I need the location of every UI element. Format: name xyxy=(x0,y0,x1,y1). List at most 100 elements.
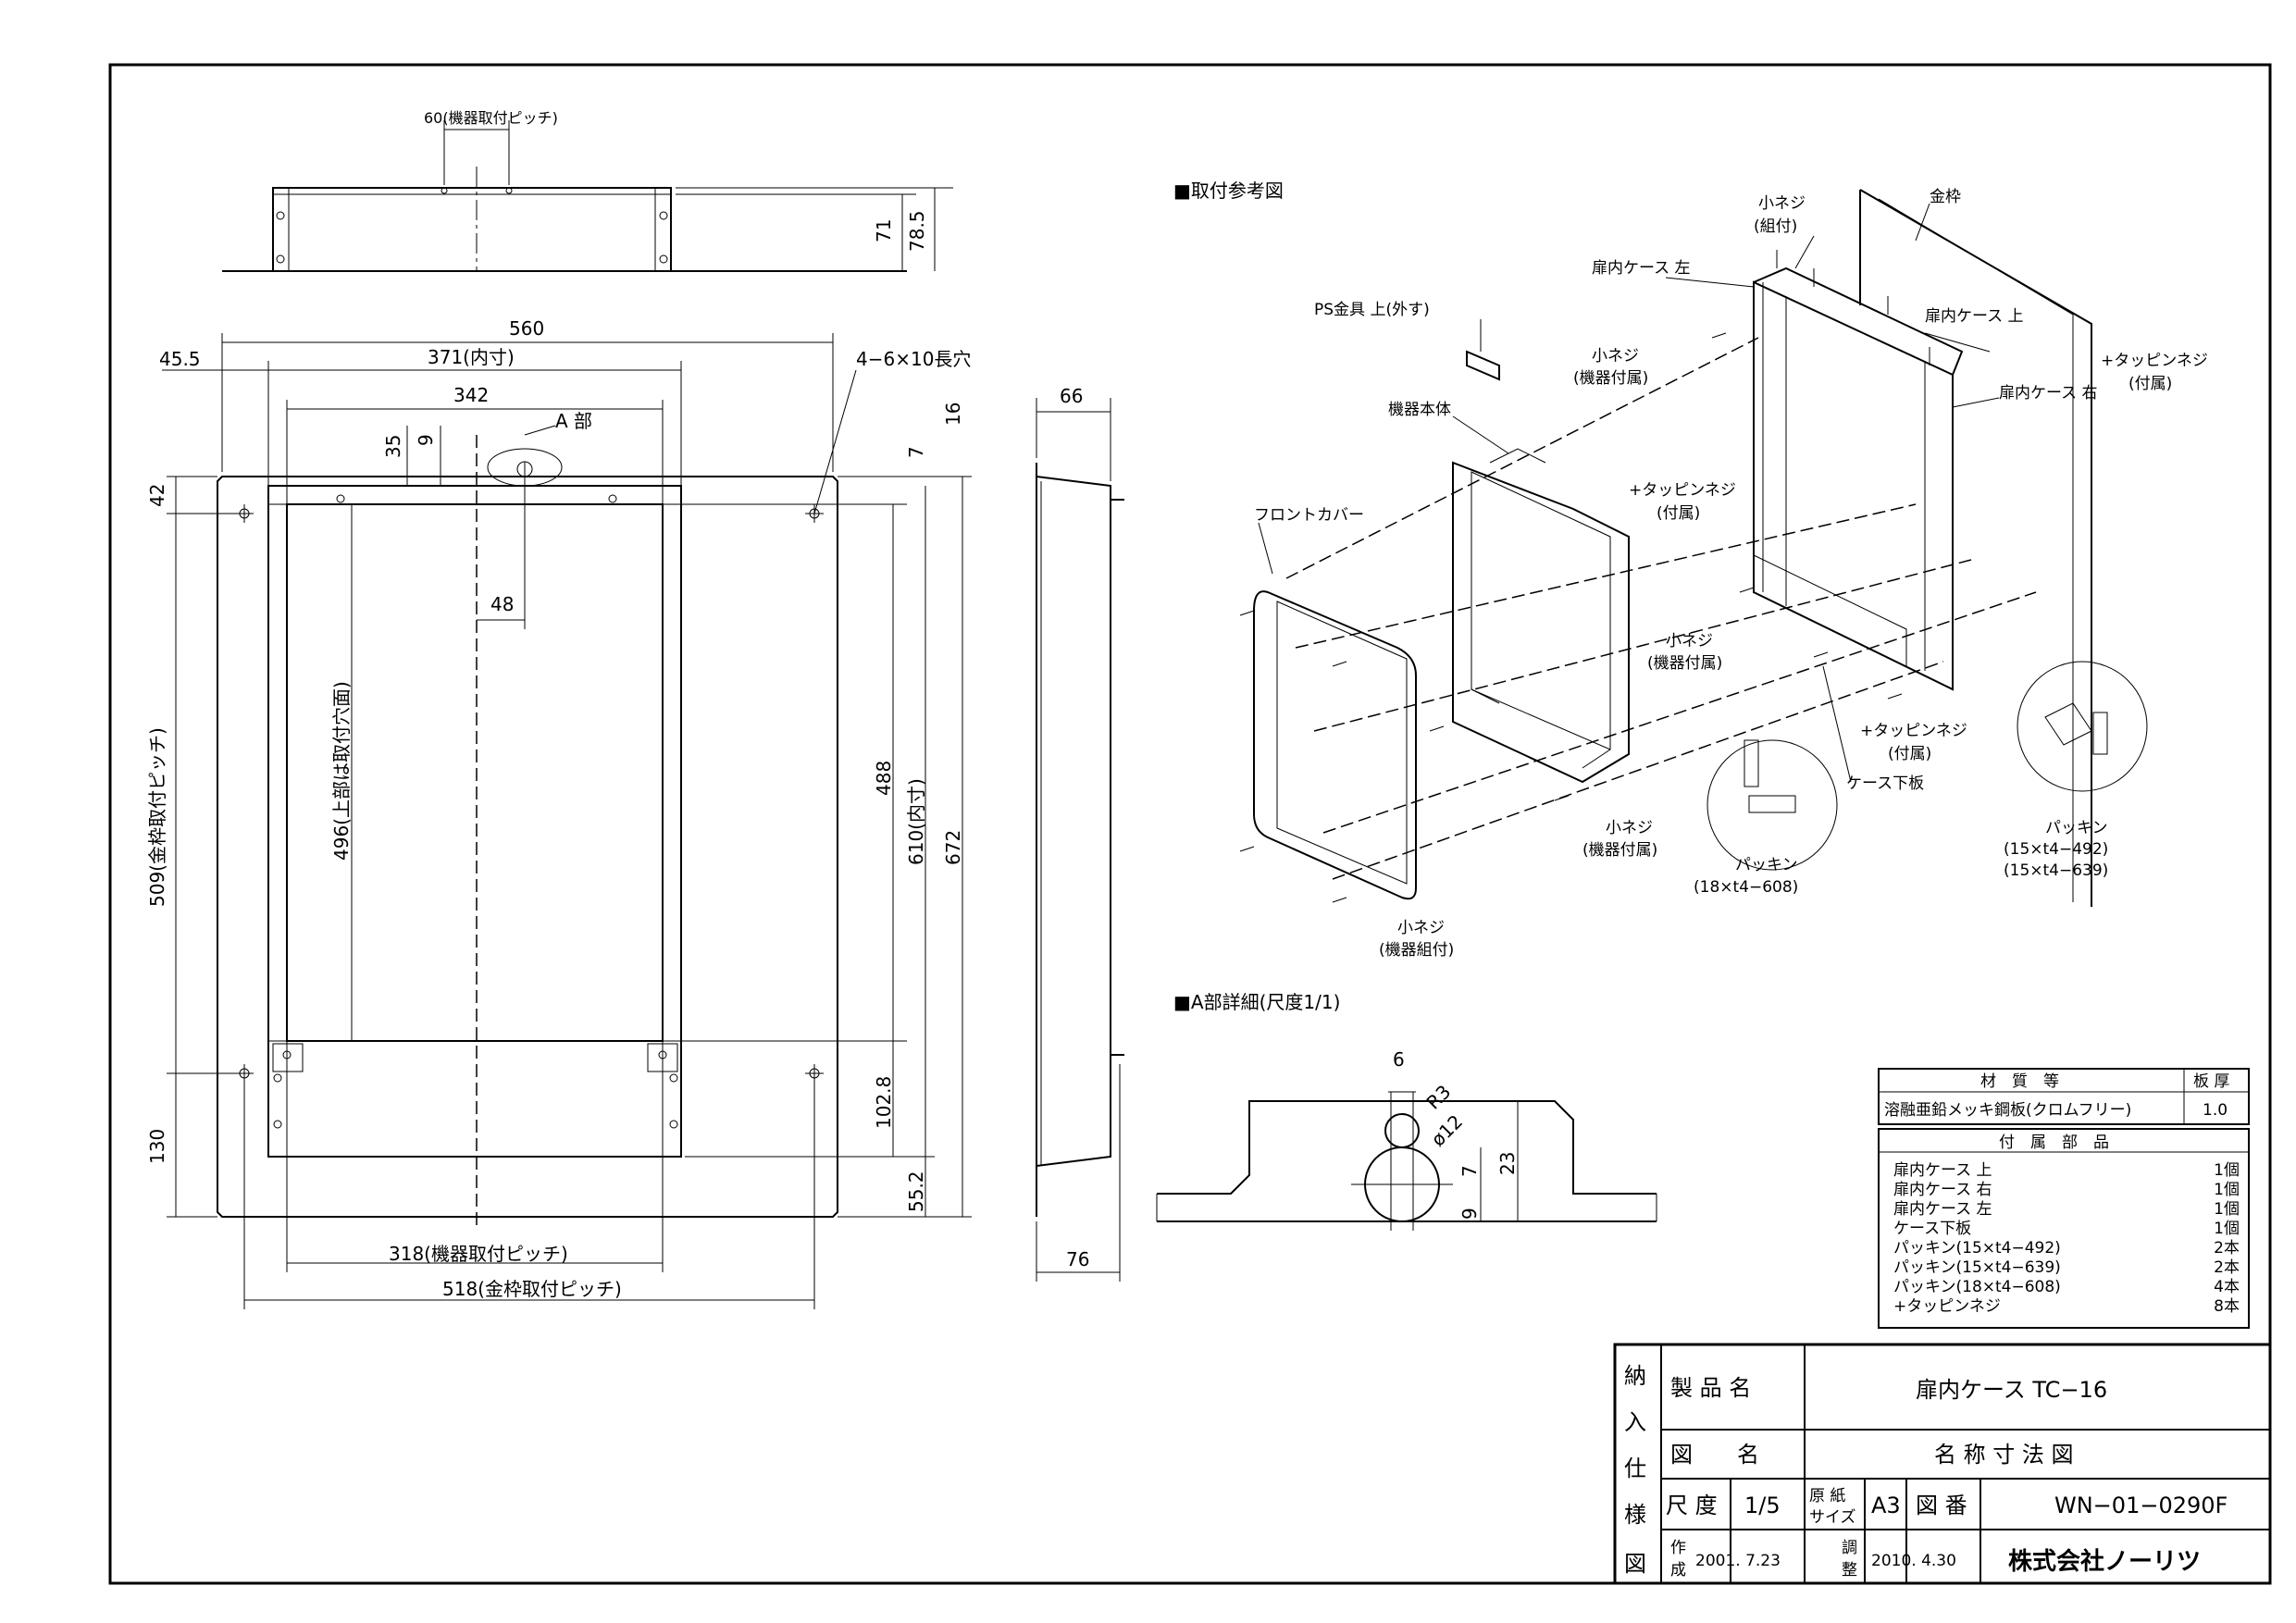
pitch-60-label: 60(機器取付ピッチ) xyxy=(424,109,558,127)
paper-label-1: 原 紙 xyxy=(1809,1487,1845,1505)
drawing-no: WN−01−0290F xyxy=(2054,1493,2228,1518)
dim-509: 509(金枠取付ピッチ) xyxy=(146,727,168,907)
detail-6: 6 xyxy=(1393,1048,1405,1071)
paper-label-2: サイズ xyxy=(1809,1508,1856,1527)
material-value: 溶融亜鉛メッキ鋼板(クロムフリー) xyxy=(1884,1101,2131,1120)
tb-v3: 仕 xyxy=(1624,1456,1646,1481)
lbl-front-cover: フロントカバー xyxy=(1254,506,1364,525)
lbl-small-screw-dev2: 小ネジ xyxy=(1666,632,1713,650)
drawing-name-label: 図 名 xyxy=(1670,1442,1759,1468)
dim-66: 66 xyxy=(1060,385,1083,407)
detail-7: 7 xyxy=(1458,1165,1481,1177)
parts-row-qty: 4本 xyxy=(2214,1278,2240,1296)
parts-row-name: パッキン(15×t4−492) xyxy=(1893,1239,2061,1258)
scale-value: 1/5 xyxy=(1744,1493,1781,1518)
lbl-tapping-screw-sub: (付属) xyxy=(2128,375,2172,393)
lbl-small-screw-dev3: 小ネジ xyxy=(1606,819,1653,837)
detail-a: ■A部詳細(尺度1/1) 6 R3 ø12 7 23 9 xyxy=(1156,991,1657,1231)
scale-label: 尺 度 xyxy=(1666,1493,1718,1518)
created-date: 2001. 7.23 xyxy=(1695,1552,1781,1570)
sheet-border xyxy=(108,63,2272,1585)
revised-label-2: 整 xyxy=(1842,1561,1857,1580)
dim-71: 71 xyxy=(873,219,895,242)
dim-78-5: 78.5 xyxy=(906,210,928,252)
paper-value: A3 xyxy=(1871,1493,1901,1518)
tb-v5: 図 xyxy=(1624,1551,1646,1577)
lbl-small-screw-assy2-sub: (機器組付) xyxy=(1379,941,1454,960)
drawing-name: 名 称 寸 法 図 xyxy=(1934,1442,2074,1468)
revised-date: 2010. 4.30 xyxy=(1871,1552,1956,1570)
lbl-device-body: 機器本体 xyxy=(1388,401,1451,419)
lbl-inner-case-right: 扉内ケース 右 xyxy=(1999,384,2098,403)
lbl-packing-left: パッキン xyxy=(1735,856,1798,874)
dim-672: 672 xyxy=(942,830,964,865)
top-view: 60(機器取付ピッチ) 71 78.5 xyxy=(222,109,953,272)
parts-row-name: パッキン(18×t4−608) xyxy=(1893,1278,2061,1296)
dim-610: 610(内寸) xyxy=(905,778,927,865)
dim-48: 48 xyxy=(490,593,514,615)
dim-518: 518(金枠取付ピッチ) xyxy=(442,1278,622,1300)
parts-header: 付 属 部 品 xyxy=(1999,1134,2109,1152)
dim-55-2: 55.2 xyxy=(905,1171,927,1212)
dim-496: 496(上部は取付穴面) xyxy=(330,681,353,861)
parts-row-qty: 2本 xyxy=(2214,1239,2240,1258)
drawing-no-label: 図 番 xyxy=(1916,1493,1967,1518)
parts-row-name: パッキン(15×t4−639) xyxy=(1893,1258,2061,1277)
detail-a-heading: ■A部詳細(尺度1/1) xyxy=(1173,991,1340,1013)
front-view: 560 45.5 371(内寸) 342 35 9 A 部 4−6×10長穴 7… xyxy=(146,317,972,1309)
lbl-small-screw-dev2-sub: (機器付属) xyxy=(1647,654,1722,673)
lbl-packing-right: パッキン xyxy=(2045,819,2108,837)
hole-note: 4−6×10長穴 xyxy=(856,348,971,370)
lbl-small-screw-dev3-sub: (機器付属) xyxy=(1582,841,1657,860)
dim-16: 16 xyxy=(942,403,964,426)
parts-row-qty: 1個 xyxy=(2214,1200,2240,1219)
created-label-2: 成 xyxy=(1670,1561,1686,1580)
detail-9: 9 xyxy=(1458,1208,1481,1220)
install-reference: ■取付参考図 xyxy=(1173,180,2208,960)
parts-row-name: 扉内ケース 右 xyxy=(1893,1181,1992,1199)
company-name: 株式会社ノーリツ xyxy=(2008,1547,2201,1576)
dim-318: 318(機器取付ピッチ) xyxy=(389,1243,568,1265)
parts-row-qty: 1個 xyxy=(2214,1181,2240,1199)
parts-row-qty: 1個 xyxy=(2214,1161,2240,1180)
parts-row-qty: 2本 xyxy=(2214,1258,2240,1277)
lbl-packing-right-sub2: (15×t4−639) xyxy=(2004,861,2108,880)
lbl-tapping-screw2: +タッピンネジ xyxy=(1629,481,1736,500)
created-label-1: 作 xyxy=(1670,1539,1686,1557)
detail-23: 23 xyxy=(1496,1152,1519,1175)
lbl-case-bottom: ケース下板 xyxy=(1846,774,1924,793)
tb-v1: 納 xyxy=(1624,1363,1646,1389)
material-table: 材 質 等 板 厚 溶融亜鉛メッキ鋼板(クロムフリー) 1.0 xyxy=(1878,1068,2250,1125)
title-block: 納 入 仕 様 図 製 品 名 扉内ケース TC−16 図 名 名 称 寸 法 … xyxy=(1613,1343,2272,1585)
lbl-small-screw-assembled-sub: (組付) xyxy=(1754,217,1797,236)
parts-row-name: +タッピンネジ xyxy=(1893,1297,2001,1316)
lbl-tapping-screw2-sub: (付属) xyxy=(1657,504,1700,523)
side-view: 66 76 xyxy=(1036,385,1124,1282)
parts-row-qty: 1個 xyxy=(2214,1220,2240,1238)
thickness-value: 1.0 xyxy=(2203,1101,2228,1120)
lbl-small-screw-assy2: 小ネジ xyxy=(1397,919,1445,937)
lbl-packing-right-sub1: (15×t4−492) xyxy=(2004,840,2108,859)
install-heading: ■取付参考図 xyxy=(1173,180,1284,202)
parts-row-name: ケース下板 xyxy=(1893,1220,1971,1238)
lbl-small-screw-dev: 小ネジ xyxy=(1592,347,1639,365)
a-part-label: A 部 xyxy=(555,410,592,432)
dim-560: 560 xyxy=(509,317,544,340)
dim-342: 342 xyxy=(453,384,489,406)
lbl-small-screw-dev-sub: (機器付属) xyxy=(1573,369,1648,388)
lbl-small-screw-assembled: 小ネジ xyxy=(1758,194,1806,213)
parts-row-qty: 8本 xyxy=(2214,1297,2240,1316)
dim-76: 76 xyxy=(1066,1248,1089,1270)
lbl-tapping-screw3: +タッピンネジ xyxy=(1860,722,1967,740)
detail-phi12: ø12 xyxy=(1427,1110,1468,1151)
lbl-inner-case-top: 扉内ケース 上 xyxy=(1925,307,2024,326)
parts-row-name: 扉内ケース 上 xyxy=(1893,1161,1992,1180)
thickness-header: 板 厚 xyxy=(2193,1072,2229,1091)
revised-label-1: 調 xyxy=(1842,1539,1857,1557)
dim-488: 488 xyxy=(873,761,895,796)
tb-v2: 入 xyxy=(1624,1409,1646,1435)
lbl-ps-fitting: PS金具 上(外す) xyxy=(1314,301,1430,319)
